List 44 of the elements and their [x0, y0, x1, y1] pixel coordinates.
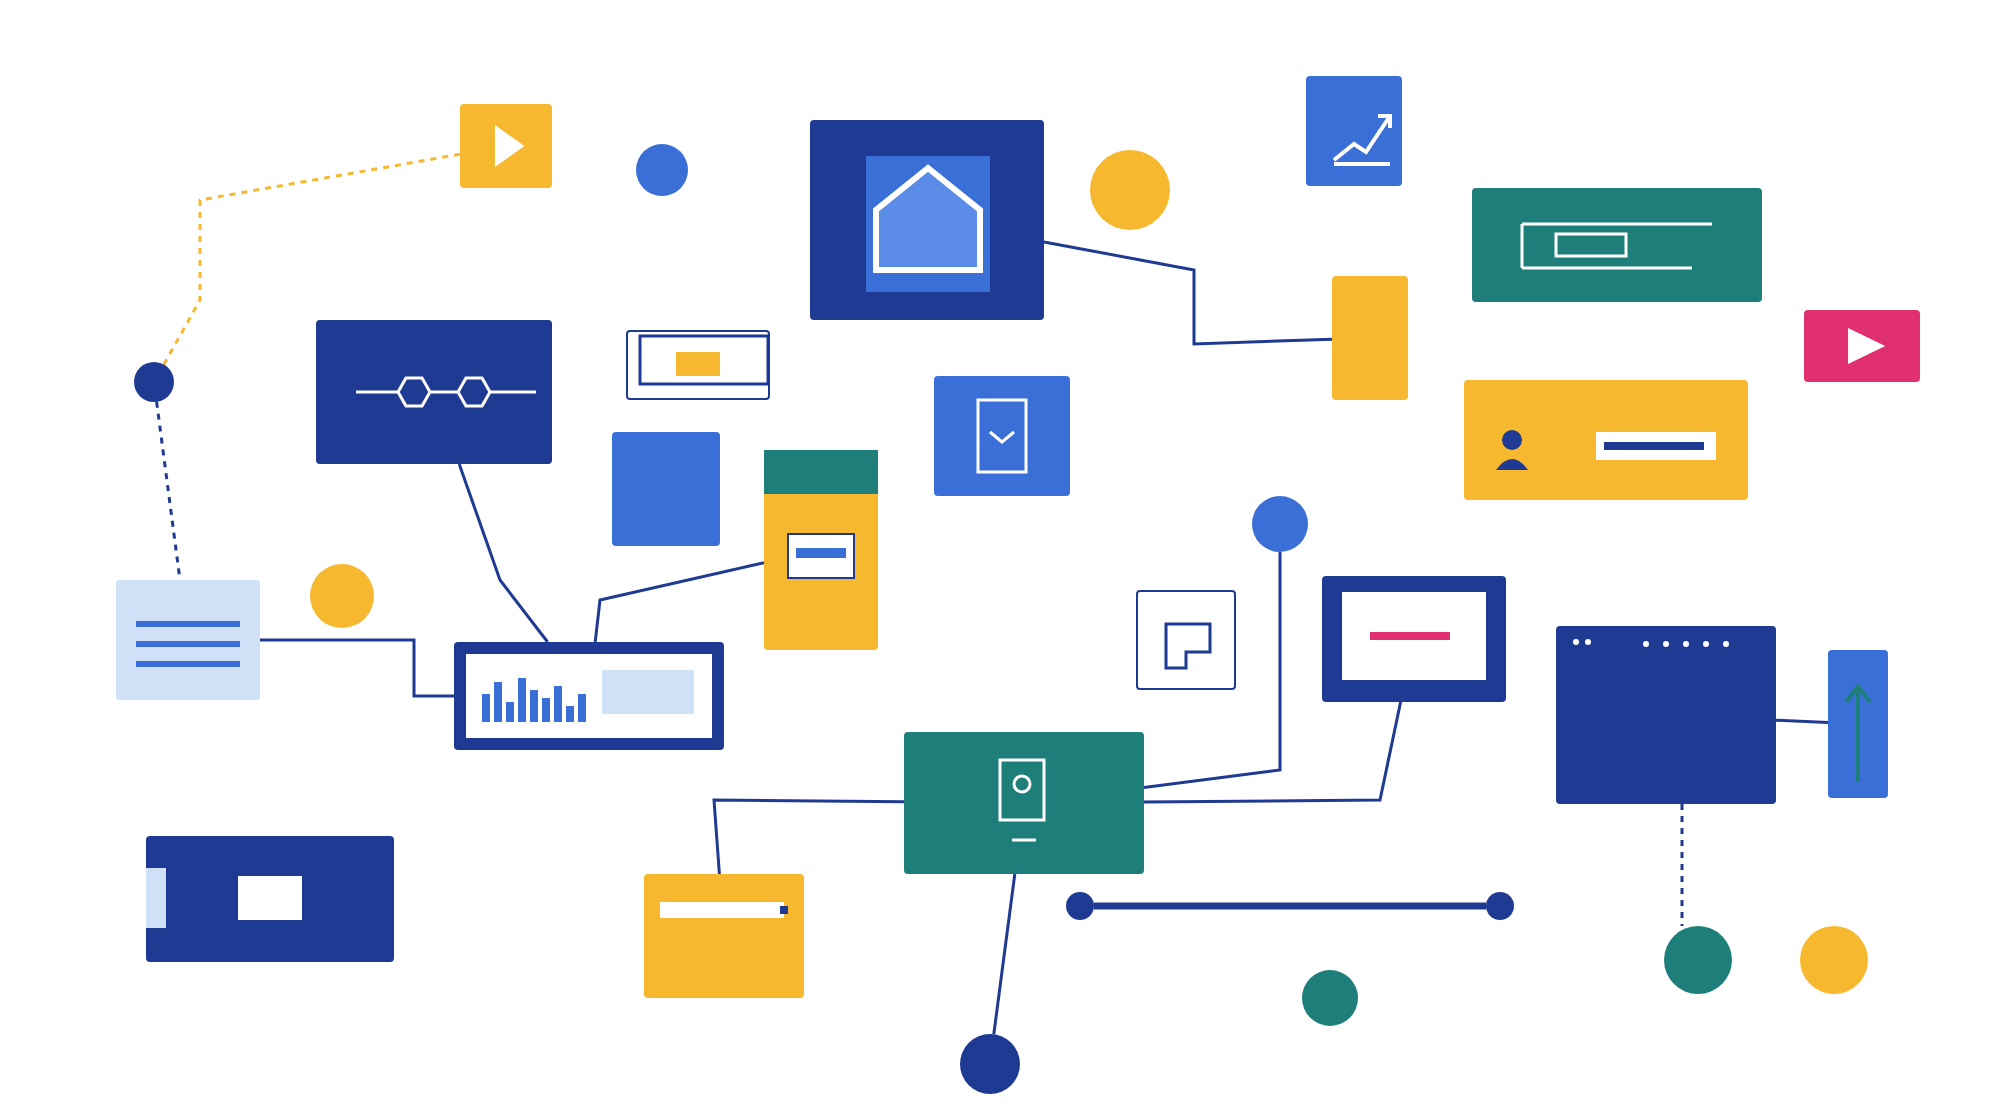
- puzzle-card: [1136, 590, 1236, 690]
- connector-line: [593, 561, 765, 643]
- connector-line: [260, 638, 454, 698]
- app-window: [1322, 576, 1506, 702]
- node-circle: [1066, 892, 1094, 920]
- app-window: [316, 320, 552, 464]
- connector-line: [162, 152, 461, 366]
- chart-card: [1306, 76, 1402, 186]
- node-circle: [636, 144, 688, 196]
- node-circle: [310, 564, 374, 628]
- connector-line: [1043, 240, 1333, 346]
- video-card: [1804, 310, 1920, 382]
- dashboard-window: [454, 642, 724, 750]
- app-window: [1556, 626, 1776, 804]
- app-window: [1472, 188, 1762, 302]
- video-card: [460, 104, 552, 188]
- connector-line: [992, 873, 1017, 1035]
- connector-line: [712, 798, 904, 875]
- arrow-card: [1828, 650, 1888, 798]
- connector-line: [1775, 718, 1829, 725]
- connector-line: [1680, 804, 1684, 926]
- connector-line: [457, 463, 549, 643]
- node-circle: [1302, 970, 1358, 1026]
- node-circle: [1090, 150, 1170, 230]
- node-circle: [1252, 496, 1308, 552]
- app-window: [904, 732, 1144, 874]
- connector-line: [1143, 552, 1282, 790]
- document-card: [934, 376, 1070, 496]
- node-circle: [134, 362, 174, 402]
- tile-card: [612, 432, 720, 546]
- connector-line: [1144, 701, 1403, 804]
- profile-card: [1464, 380, 1748, 500]
- node-circle: [1800, 926, 1868, 994]
- phone-card: [1332, 276, 1408, 400]
- node-circle: [1664, 926, 1732, 994]
- device-card: [764, 450, 878, 650]
- node-circle: [1486, 892, 1514, 920]
- message-bubble: [626, 330, 770, 400]
- connector-line: [1094, 902, 1486, 910]
- app-window: [644, 874, 804, 998]
- app-window: [146, 836, 394, 962]
- app-window: [810, 120, 1044, 320]
- node-circle: [960, 1034, 1020, 1094]
- document-card: [116, 580, 260, 700]
